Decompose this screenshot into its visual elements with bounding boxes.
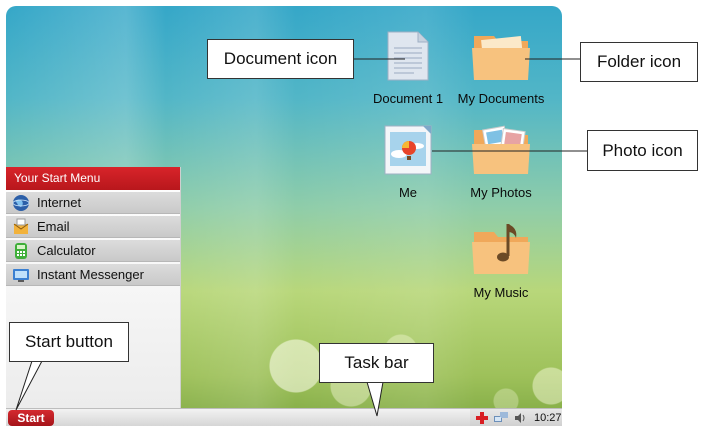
desktop-icon-label: Me bbox=[398, 185, 418, 200]
red-cross-icon[interactable] bbox=[476, 412, 488, 424]
desktop-icon-document-1[interactable]: Document 1 bbox=[363, 30, 453, 106]
start-menu-item-email[interactable]: Email bbox=[6, 216, 180, 238]
desktop-icon-label: Document 1 bbox=[372, 91, 444, 106]
menu-item-label: Instant Messenger bbox=[37, 267, 144, 282]
speaker-icon[interactable] bbox=[514, 412, 526, 424]
network-icon[interactable] bbox=[494, 412, 508, 424]
menu-item-label: Email bbox=[37, 219, 70, 234]
menu-item-label: Calculator bbox=[37, 243, 96, 258]
callout-folder-icon: Folder icon bbox=[580, 42, 698, 82]
clock[interactable]: 10:27 bbox=[534, 412, 562, 424]
photo-icon bbox=[384, 125, 432, 175]
menu-item-label: Internet bbox=[37, 195, 82, 210]
messenger-icon bbox=[13, 268, 29, 282]
desktop-icon-me[interactable]: Me bbox=[363, 124, 453, 200]
system-tray: 10:27 bbox=[470, 409, 562, 426]
callout-document-icon: Document icon bbox=[207, 39, 354, 79]
desktop-icon-my-documents[interactable]: My Documents bbox=[456, 30, 546, 106]
start-menu-item-internet[interactable]: Internet bbox=[6, 192, 180, 214]
document-icon bbox=[387, 31, 429, 81]
desktop-icon-label: My Documents bbox=[457, 91, 545, 106]
desktop-icon-my-photos[interactable]: My Photos bbox=[456, 124, 546, 200]
taskbar: Start 10:27 bbox=[6, 408, 562, 426]
start-menu-title: Your Start Menu bbox=[6, 167, 180, 190]
callout-photo-icon: Photo icon bbox=[587, 130, 698, 171]
globe-icon bbox=[12, 194, 30, 211]
start-menu-item-calculator[interactable]: Calculator bbox=[6, 240, 180, 262]
folder-icon bbox=[472, 35, 530, 80]
desktop-icon-label: My Music bbox=[473, 285, 529, 300]
start-menu: Your Start Menu Internet Email bbox=[6, 167, 181, 408]
desktop-icon-label: My Photos bbox=[470, 185, 532, 200]
calculator-icon bbox=[15, 242, 27, 259]
music-folder-icon bbox=[472, 224, 530, 274]
desktop-icon-my-music[interactable]: My Music bbox=[456, 220, 546, 300]
start-button[interactable]: Start bbox=[8, 410, 54, 426]
start-menu-item-instant-messenger[interactable]: Instant Messenger bbox=[6, 264, 180, 286]
email-icon bbox=[13, 218, 29, 234]
callout-task-bar: Task bar bbox=[319, 343, 434, 383]
photos-folder-icon bbox=[472, 125, 530, 174]
callout-start-button: Start button bbox=[9, 322, 129, 362]
